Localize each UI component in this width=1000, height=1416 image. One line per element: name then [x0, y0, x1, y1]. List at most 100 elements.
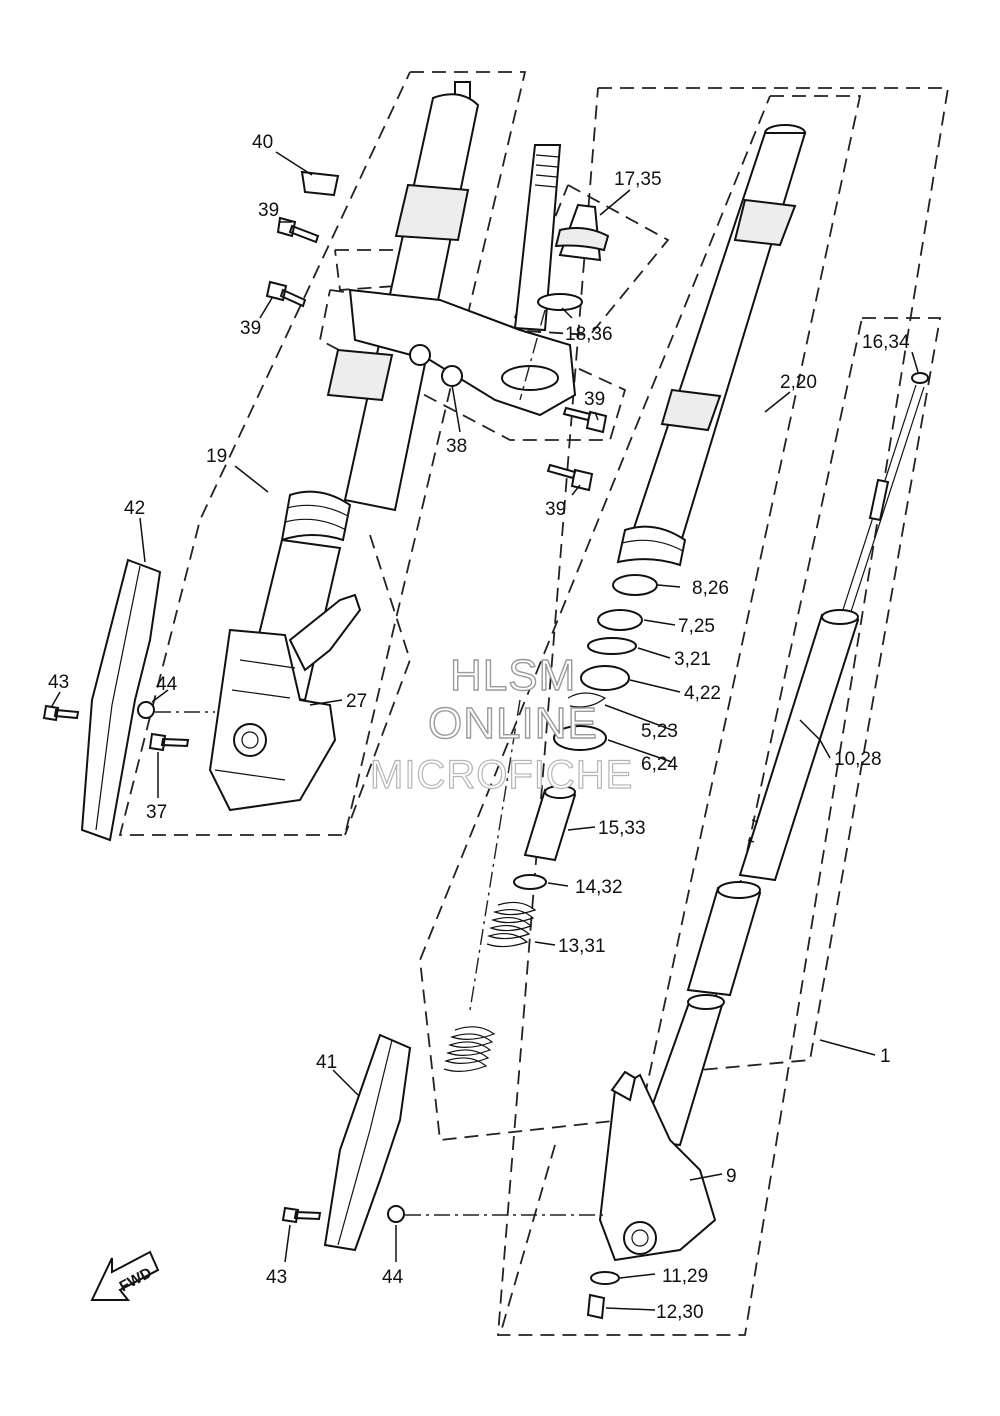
bolt-39-d	[546, 463, 594, 492]
seal-6-24	[553, 725, 607, 751]
spacer-sleeve-top	[717, 881, 761, 899]
callout-41: 41	[316, 1052, 337, 1073]
callout-37: 37	[146, 802, 167, 823]
fwd-arrow: FWD	[90, 1250, 160, 1301]
callout-labels: 40 39 39 17,35 18,36 39 38 39 16,34 2,20…	[48, 132, 910, 1323]
washer-14-32	[513, 874, 547, 890]
fwd-arrow-shape	[90, 1250, 160, 1301]
callout-17-35: 17,35	[614, 169, 662, 190]
callout-27: 27	[346, 691, 367, 712]
adjuster-flange	[554, 227, 610, 252]
watermark: HLSM ONLINE MICROFICHE	[369, 650, 633, 797]
spacer-15-33	[523, 788, 577, 862]
outer-tube-foot	[598, 1073, 717, 1262]
guard-bolt-43-a	[42, 704, 80, 722]
damper-boundary	[508, 184, 670, 336]
left-axle-hole-inner	[241, 731, 259, 749]
callout-4-22: 4,22	[684, 683, 721, 704]
guard-bolt-43-b	[281, 1206, 322, 1224]
damper-rod	[738, 372, 929, 882]
fork-guard-42	[80, 558, 162, 842]
left-caliper-arm	[288, 593, 362, 672]
callout-12-30: 12,30	[656, 1302, 704, 1323]
callout-39: 39	[258, 200, 279, 221]
callout-11-29: 11,29	[662, 1266, 708, 1287]
rod-boundary	[698, 317, 942, 1072]
spring-13-31-upper	[486, 901, 537, 948]
callout-40: 40	[252, 132, 273, 153]
seal-stack	[553, 574, 658, 751]
seal-7-25	[597, 609, 643, 631]
left-leg-details	[214, 659, 296, 781]
bolt-37	[148, 732, 190, 752]
callout-10-28: 10,28	[834, 749, 882, 770]
rod-cylinder-top	[821, 609, 859, 625]
seal-3-21	[587, 637, 637, 655]
right-inner-tube	[616, 124, 807, 567]
spring-assembly	[443, 785, 577, 1072]
seal-8-26	[612, 574, 658, 596]
left-caliper-mount	[208, 628, 337, 812]
left-axle-hole	[233, 723, 267, 757]
callout-1: 1	[880, 1046, 891, 1067]
left-dust-seal	[280, 490, 352, 542]
callout-8-26: 8,26	[692, 578, 729, 599]
fork-guards	[42, 558, 412, 1252]
left-fork-assembly	[208, 81, 480, 812]
spacer-top	[544, 785, 576, 799]
callout-7-25: 7,25	[678, 616, 715, 637]
right-axle-hole	[623, 1221, 657, 1255]
steering-stem-assembly	[300, 144, 577, 417]
callout-16-34: 16,34	[862, 332, 910, 353]
callout-13-31: 13,31	[558, 936, 606, 957]
inner-tube-band-lower	[660, 388, 722, 432]
guard-collar-44-b	[387, 1205, 405, 1223]
left-tube-band-lower	[326, 348, 394, 402]
inner-tube-seal	[616, 525, 687, 567]
callout-44: 44	[156, 674, 178, 695]
bracket-clamp-right	[441, 365, 463, 387]
callout-3-21: 3,21	[674, 649, 711, 670]
callout-5-23: 5,23	[641, 721, 678, 742]
guard-boundary	[499, 1144, 556, 1336]
left-seal-rings	[284, 504, 349, 531]
callout-43: 43	[48, 672, 69, 693]
alignment-lines	[155, 309, 605, 1216]
fork-guard-42-edge	[95, 565, 141, 831]
callout-2-20: 2,20	[780, 372, 817, 393]
drain-washer-11-29	[590, 1271, 620, 1285]
outer-tube-caliper-arm	[610, 1070, 637, 1102]
align-stem	[519, 309, 546, 401]
cap-bolt-16-34	[911, 372, 929, 384]
bolt-39-c	[562, 406, 608, 434]
callout-39: 39	[584, 389, 605, 410]
bracket-label-plate	[300, 170, 340, 197]
watermark-line-1: HLSM	[450, 651, 576, 700]
left-tube-band	[394, 183, 470, 242]
inner-tube-band	[733, 198, 797, 247]
callout-9: 9	[726, 1166, 737, 1187]
callout-15-33: 15,33	[598, 818, 646, 839]
watermark-line-3: MICROFICHE	[370, 753, 633, 797]
steering-stem-shaft	[513, 144, 562, 332]
rod-collar	[868, 478, 890, 522]
inner-tube-body	[628, 132, 807, 547]
right-axle-hole-inner	[631, 1229, 649, 1247]
bracket-clamp-left	[409, 344, 431, 366]
rod-ports	[747, 819, 759, 843]
left-fork-inner-boundary	[344, 534, 411, 836]
watermark-line-2: ONLINE	[428, 699, 598, 748]
drain-bolt-12-30	[586, 1293, 606, 1320]
callout-19: 19	[206, 446, 227, 467]
fork-guard-41	[323, 1033, 412, 1252]
guard-collar-44-a	[137, 701, 155, 719]
stem-thread	[534, 154, 560, 188]
right-outer-tube	[586, 881, 762, 1320]
leader-lines	[51, 151, 919, 1311]
seal-4-22	[580, 665, 630, 691]
callout-42: 42	[124, 498, 145, 519]
damper-adjuster	[537, 203, 610, 311]
callout-6-24: 6,24	[641, 754, 678, 775]
outer-tube-top	[687, 994, 725, 1010]
